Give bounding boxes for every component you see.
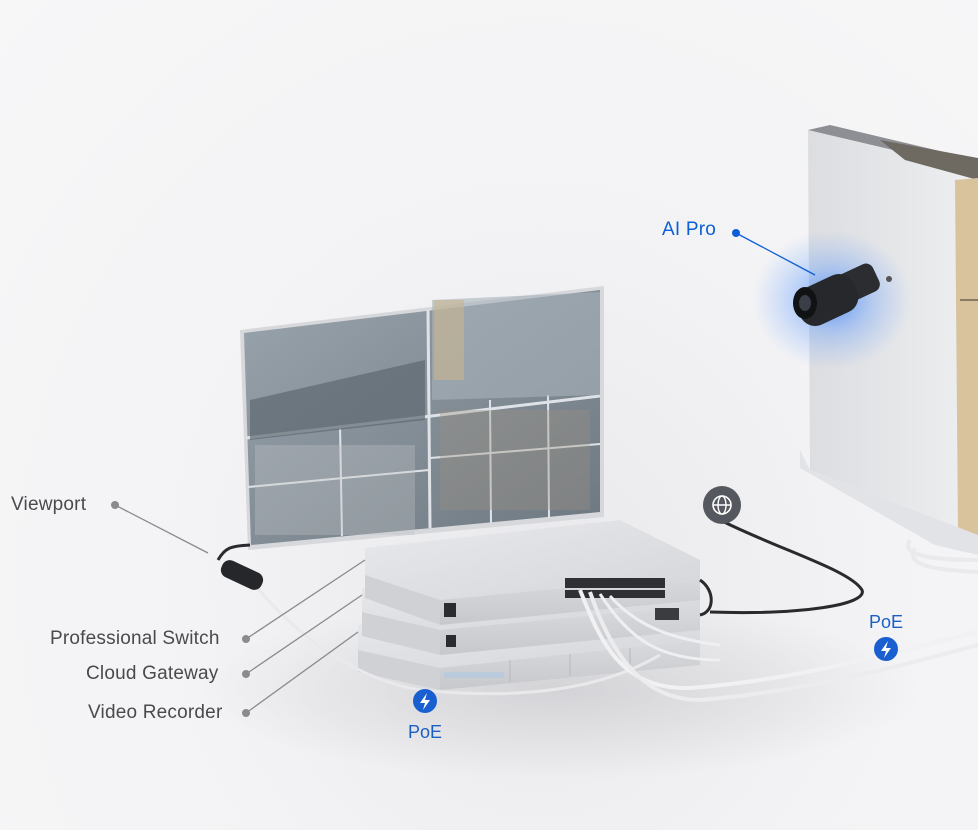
camera-label: AI Pro (662, 219, 716, 240)
gateway-label: Cloud Gateway (86, 663, 219, 684)
poe-badge-right (874, 637, 898, 661)
switch-label: Professional Switch (50, 628, 220, 649)
poe-label-left: PoE (408, 722, 443, 742)
recorder-label: Video Recorder (88, 702, 223, 723)
poe-label-right: PoE (869, 612, 904, 632)
viewport-device (220, 560, 264, 590)
camera-body (793, 263, 892, 326)
rack (358, 520, 700, 690)
leader-lines (111, 229, 816, 717)
lightning-bolt-icon (420, 693, 430, 710)
cables (216, 518, 978, 703)
viewport-label: Viewport (11, 494, 87, 515)
switch-ports (565, 578, 665, 598)
globe-icon (703, 486, 741, 524)
lightning-bolt-icon (881, 641, 891, 658)
monitor (240, 286, 604, 550)
poe-badge-left (413, 689, 437, 713)
